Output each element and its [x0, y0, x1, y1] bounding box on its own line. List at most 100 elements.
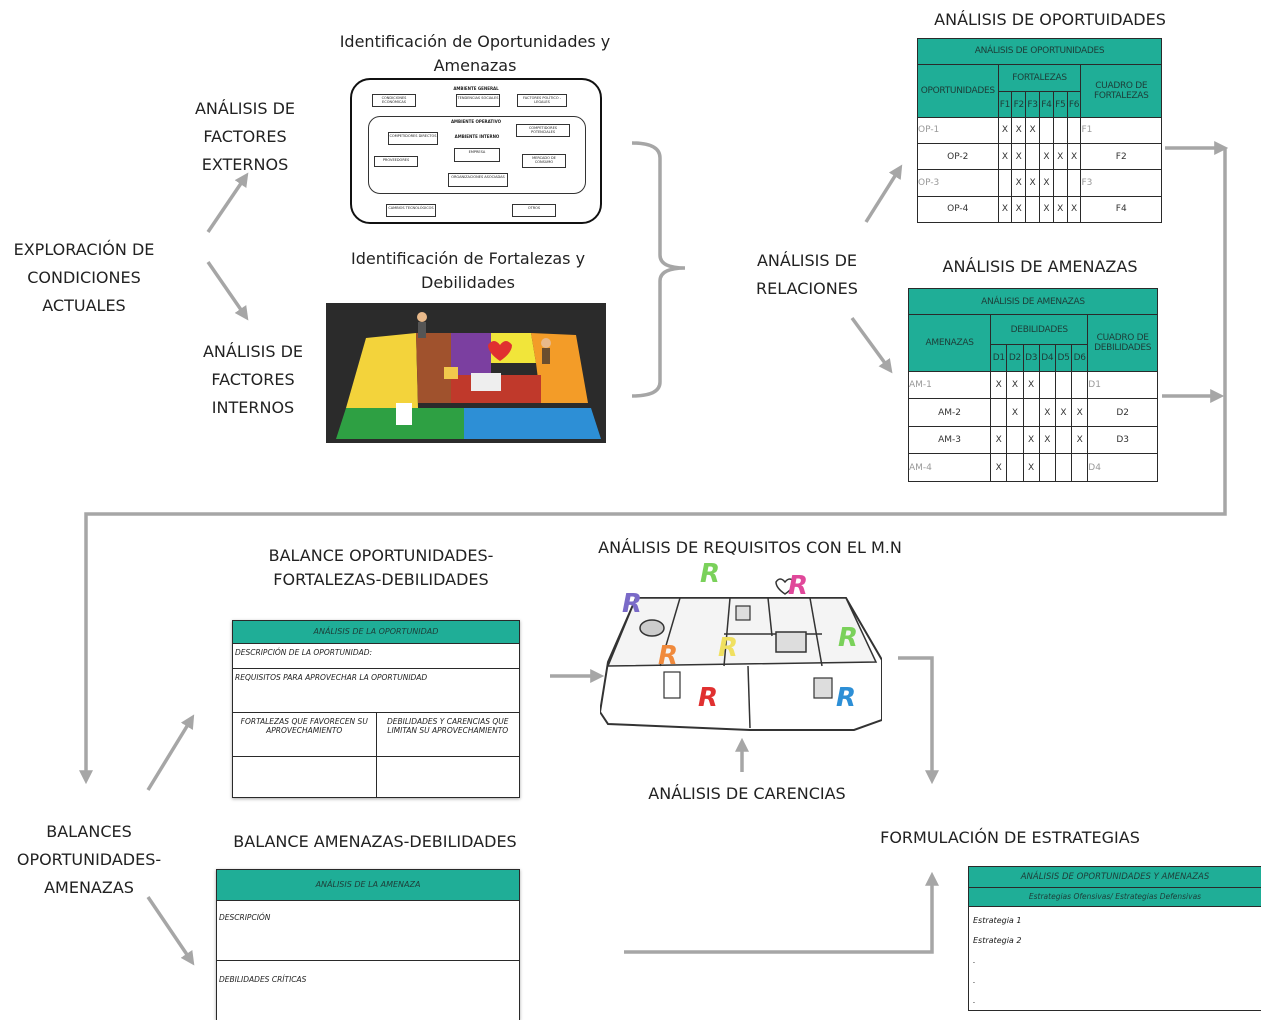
row-result: D2: [1087, 398, 1158, 427]
row-mark: [1054, 425, 1073, 455]
row-mark: X: [1022, 425, 1040, 455]
arrow-to-estrategias: [624, 871, 939, 954]
row-mark: X: [1052, 143, 1068, 171]
svg-text:R: R: [658, 641, 678, 671]
row-mark: X: [990, 370, 1008, 400]
row-mark: [1052, 116, 1068, 145]
amen-subheader: D4: [1038, 344, 1056, 372]
estrategia-item: .: [973, 996, 976, 1005]
row-mark: [1025, 143, 1040, 171]
row-mark: [1054, 453, 1073, 482]
svg-text:R: R: [838, 623, 858, 653]
environment-diagram: AMBIENTE GENERAL CONDICIONES ECONÓMICAS …: [350, 78, 602, 224]
amen-subheader: D3: [1022, 344, 1040, 372]
requisitos-canvas-image: R R R R R R R R: [598, 559, 883, 734]
svg-text:R: R: [700, 562, 720, 589]
row-result: F3: [1080, 169, 1162, 197]
row-mark: X: [1039, 169, 1054, 197]
row-mark: X: [1006, 398, 1024, 427]
arrow-to-formulacion: [898, 656, 939, 785]
title-oportunidades-amenazas: Identificación de Oportunidades y Amenaz…: [339, 32, 611, 75]
title-fortalezas-debilidades: Identificación de Fortalezas y Debilidad…: [350, 249, 586, 292]
oport-subheader: F1: [997, 91, 1013, 118]
estrategia-item: .: [973, 956, 976, 965]
row-mark: X: [1038, 425, 1056, 455]
amen-subheader: D6: [1071, 344, 1089, 372]
row-mark: X: [1066, 143, 1082, 171]
oport-subheader: F2: [1011, 91, 1027, 118]
row-result: F1: [1080, 116, 1162, 145]
estrategia-item: Estrategia 1: [973, 916, 1022, 925]
label-relaciones: ANÁLISIS DE RELACIONES: [756, 251, 858, 298]
row-mark: [990, 398, 1008, 427]
row-mark: X: [1066, 195, 1082, 224]
row-mark: [1071, 370, 1089, 400]
row-mark: X: [997, 116, 1013, 145]
row-mark: X: [1038, 398, 1056, 427]
estrategia-item: Estrategia 2: [973, 936, 1022, 945]
row-mark: X: [1039, 143, 1054, 171]
row-mark: X: [1011, 143, 1027, 171]
row-mark: [1006, 453, 1024, 482]
arrow-to-balance-ofd: [146, 714, 195, 791]
row-name: AM-3: [907, 425, 992, 455]
row-mark: X: [1054, 398, 1073, 427]
title-balance-ofd: BALANCE OPORTUNIDADES-FORTALEZAS-DEBILID…: [268, 546, 494, 589]
arrow-to-balance-ad: [146, 896, 195, 966]
arrow-to-internos: [206, 261, 249, 321]
row-name: AM-4: [907, 453, 992, 482]
row-mark: X: [997, 195, 1013, 224]
row-mark: [1054, 370, 1073, 400]
estrategia-item: .: [973, 976, 976, 985]
label-exploracion: EXPLORACIÓN DE CONDICIONES ACTUALES: [13, 240, 155, 315]
row-mark: [1052, 169, 1068, 197]
row-name: OP-1: [917, 116, 999, 145]
row-result: D4: [1087, 453, 1158, 482]
row-mark: X: [1052, 195, 1068, 224]
row-mark: [1066, 116, 1082, 145]
amenazas-table: ANÁLISIS DE AMENAZAS AMENAZAS DEBILIDADE…: [907, 287, 1158, 482]
row-mark: X: [1071, 398, 1089, 427]
row-mark: [1022, 398, 1040, 427]
row-mark: X: [1025, 116, 1040, 145]
title-requisitos: ANÁLISIS DE REQUISITOS CON EL M.N: [598, 538, 902, 557]
amen-subheader: D2: [1006, 344, 1024, 372]
amen-subheader: D5: [1054, 344, 1073, 372]
row-mark: X: [1039, 195, 1054, 224]
row-mark: X: [990, 453, 1008, 482]
row-mark: [997, 169, 1013, 197]
row-mark: X: [1071, 425, 1089, 455]
row-name: OP-4: [917, 195, 999, 224]
title-analisis-amenazas: ANÁLISIS DE AMENAZAS: [942, 257, 1138, 276]
oportunidades-table: ANÁLISIS DE OPORTUNIDADES OPORTUNIDADES …: [917, 38, 1162, 224]
row-result: F4: [1080, 195, 1162, 224]
label-factores-internos: ANÁLISIS DE FACTORES INTERNOS: [202, 342, 304, 417]
row-mark: [1071, 453, 1089, 482]
arrow-to-amenazas: [850, 316, 893, 374]
svg-text:R: R: [718, 633, 738, 663]
card-analisis-oportunidad: ANÁLISIS DE LA OPORTUNIDAD DESCRIPCIÓN D…: [232, 620, 520, 798]
row-mark: [1066, 169, 1082, 197]
svg-text:R: R: [836, 683, 856, 713]
row-name: AM-2: [907, 398, 992, 427]
row-result: D1: [1087, 370, 1158, 400]
business-model-canvas-image: [326, 303, 606, 443]
oport-subheader: F3: [1025, 91, 1040, 118]
svg-text:R: R: [788, 571, 808, 601]
row-result: F2: [1080, 143, 1162, 171]
row-mark: X: [1025, 169, 1040, 197]
arrow-to-externos: [206, 172, 249, 233]
title-estrategias: FORMULACIÓN DE ESTRATEGIAS: [880, 828, 1140, 847]
oport-subheader: F4: [1039, 91, 1054, 118]
svg-text:R: R: [698, 683, 718, 713]
row-mark: [1038, 370, 1056, 400]
row-name: AM-1: [907, 370, 992, 400]
row-mark: X: [990, 425, 1008, 455]
